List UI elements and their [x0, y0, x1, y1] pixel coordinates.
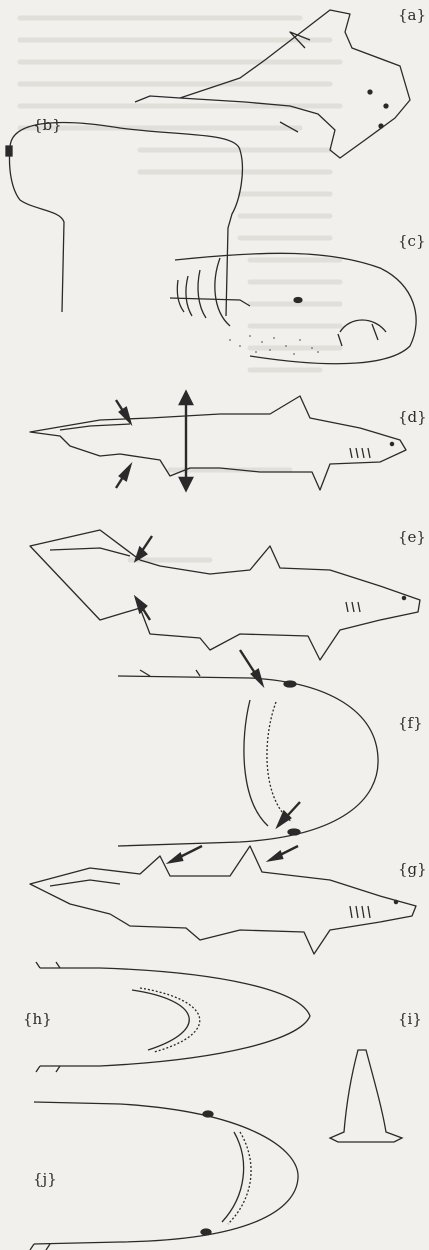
figure-label-i: {i}	[398, 1010, 422, 1028]
figure-label-h: {h}	[23, 1010, 52, 1028]
figure-label-g: {g}	[398, 860, 427, 878]
figure-label-e: {e}	[398, 528, 426, 546]
figure-label-c: {c}	[398, 232, 426, 250]
figure-label-f: {f}	[398, 714, 423, 732]
figure-label-d: {d}	[398, 408, 427, 426]
figure-label-j: {j}	[33, 1170, 57, 1188]
figure-label-b: {b}	[33, 116, 62, 134]
figure-label-a: {a}	[398, 6, 426, 24]
